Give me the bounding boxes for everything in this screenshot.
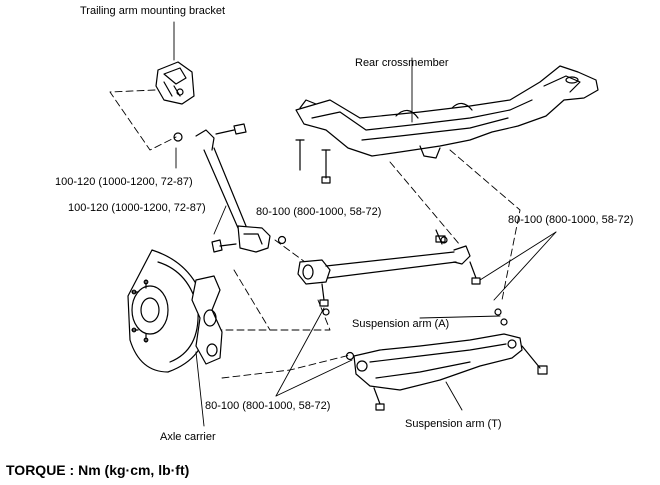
label-torque-upper: 100-120 (1000-1200, 72-87) bbox=[55, 176, 193, 188]
leader-lines bbox=[175, 57, 557, 427]
rear-crossmember bbox=[295, 65, 599, 159]
label-torque-center: 80-100 (800-1000, 58-72) bbox=[256, 206, 382, 218]
label-suspension-arm-a: Suspension arm (A) bbox=[352, 318, 450, 330]
label-torque-lower: 100-120 (1000-1200, 72-87) bbox=[68, 202, 206, 214]
crossmember-bolts bbox=[295, 139, 331, 184]
alignment-dashes bbox=[109, 89, 521, 379]
suspension-arm-t bbox=[345, 333, 548, 411]
label-rear-crossmember: Rear crossmember bbox=[355, 57, 449, 69]
label-axle-carrier: Axle carrier bbox=[160, 431, 216, 443]
suspension-arm-a bbox=[297, 229, 481, 307]
hardware bbox=[322, 236, 508, 326]
label-torque-right: 80-100 (800-1000, 58-72) bbox=[508, 214, 634, 226]
trailing-arm-bracket bbox=[155, 61, 195, 105]
label-trailing-arm-bracket: Trailing arm mounting bracket bbox=[80, 5, 226, 17]
label-torque-bottom: 80-100 (800-1000, 58-72) bbox=[205, 400, 331, 412]
trailing-arm bbox=[173, 123, 287, 253]
axle-carrier bbox=[127, 249, 223, 373]
label-suspension-arm-t: Suspension arm (T) bbox=[405, 418, 502, 430]
torque-units-note: TORQUE : Nm (kg·cm, lb·ft) bbox=[6, 462, 190, 478]
